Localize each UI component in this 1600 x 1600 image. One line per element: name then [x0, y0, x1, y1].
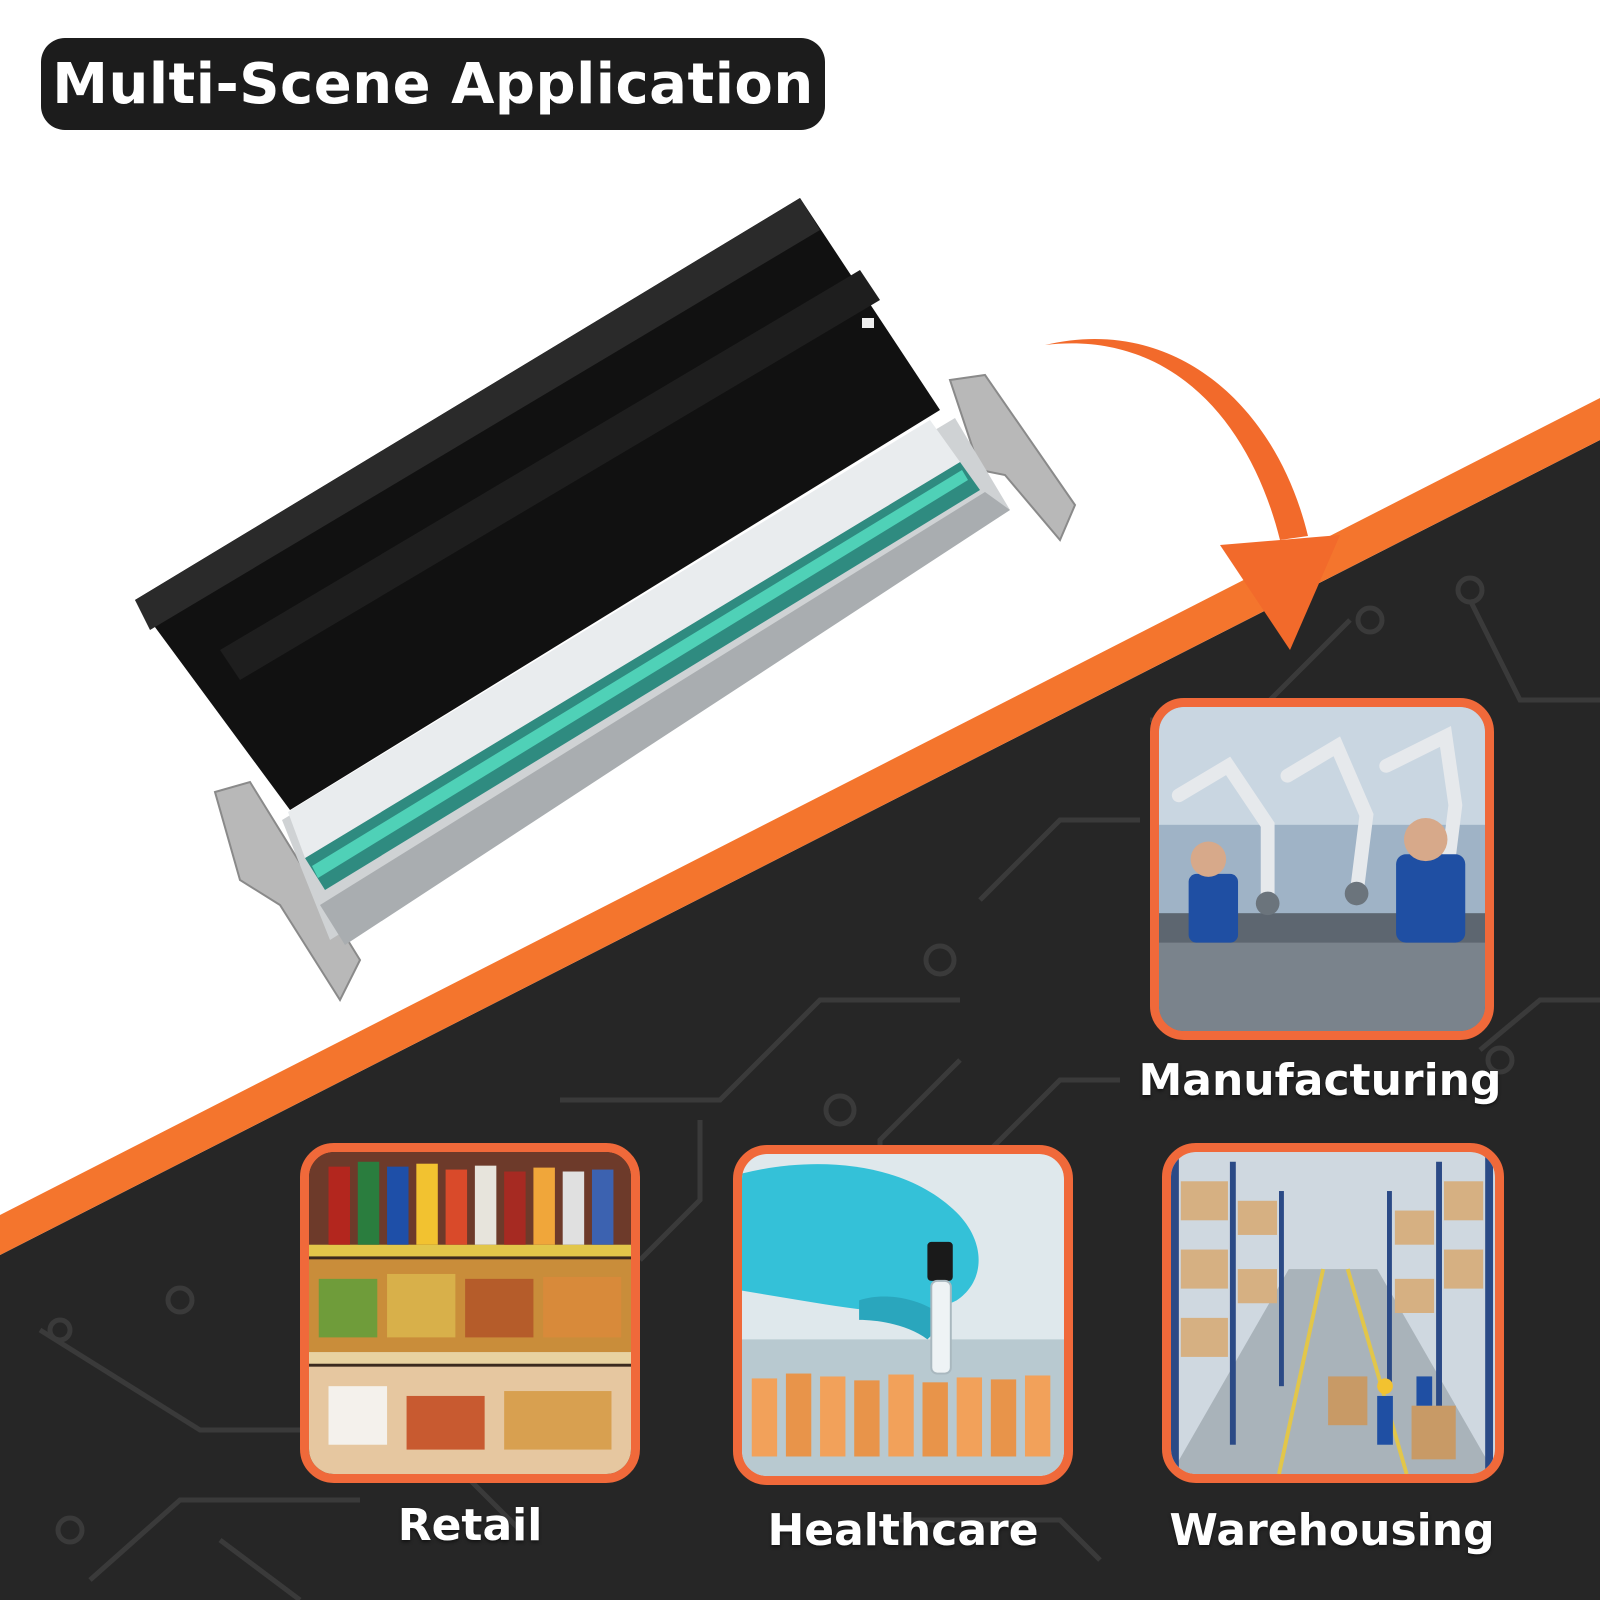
warehouse-aisle-photo — [1171, 1152, 1495, 1474]
scene-card-retail — [300, 1143, 640, 1483]
scene-label-retail: Retail — [397, 1500, 543, 1551]
thermal-printhead-product — [135, 198, 1077, 1003]
store-shelf-photo — [309, 1152, 631, 1474]
scene-label-manufacturing: Manufacturing — [1138, 1055, 1502, 1106]
scene-card-manufacturing — [1150, 698, 1494, 1040]
orange-diagonal-stripe — [0, 398, 1600, 1255]
lab-test-tube-photo — [742, 1154, 1064, 1476]
title-banner: Multi-Scene Application — [41, 38, 825, 130]
scene-card-warehousing — [1162, 1143, 1504, 1483]
factory-robot-arm-photo — [1159, 707, 1485, 1031]
scene-label-healthcare: Healthcare — [767, 1505, 1039, 1556]
circuit-nodes — [47, 575, 1515, 1545]
page-title: Multi-Scene Application — [52, 51, 814, 117]
scene-label-warehousing: Warehousing — [1169, 1505, 1495, 1556]
curved-arrow-icon — [1045, 338, 1340, 650]
scene-card-healthcare — [733, 1145, 1073, 1485]
